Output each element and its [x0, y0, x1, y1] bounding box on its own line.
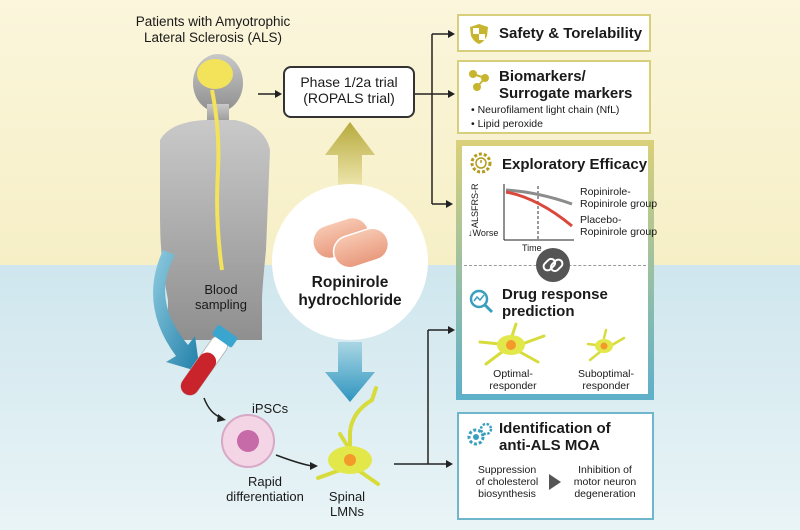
safety-box: Safety & Torelability — [457, 14, 651, 52]
trial-box: Phase 1/2a trial (ROPALS trial) — [283, 66, 415, 118]
biomarker-item: • Neurofilament light chain (NfL) — [471, 104, 620, 116]
triangle-arrow-icon — [549, 474, 561, 490]
down-arrow — [325, 342, 375, 402]
chart-xlabel: Time — [522, 243, 542, 253]
suboptimal-neuron-icon — [586, 328, 626, 362]
brain-icon — [197, 59, 233, 89]
trial-line1: Phase 1/2a trial — [300, 74, 398, 90]
efficacy-title: Exploratory Efficacy — [502, 156, 648, 173]
placebo-line — [505, 190, 573, 228]
efficacy-mini-chart — [503, 184, 574, 241]
trial-line2: (ROPALS trial) — [303, 90, 395, 107]
optimal-neuron-icon — [478, 322, 546, 366]
shield-icon — [470, 24, 488, 44]
biomarkers-box: Biomarkers/Surrogate markers • Neurofila… — [457, 60, 651, 134]
blood-sampling-arrow — [153, 250, 200, 372]
link-icon — [536, 248, 570, 282]
safety-title: Safety & Torelability — [499, 25, 643, 42]
biomarkers-title: Biomarkers/Surrogate markers — [499, 68, 633, 103]
spinal-cord-icon — [210, 89, 224, 271]
optimal-responder-label: Optimal-responder — [489, 368, 537, 393]
gears-icon — [467, 422, 493, 446]
magnifier-chart-icon — [469, 289, 494, 314]
chart-ylabel: ALSFRS-R — [470, 183, 480, 228]
ipscs-label: iPSCs — [252, 401, 289, 416]
ropinirole-line — [505, 188, 573, 206]
chart-worse-label: ↓Worse — [468, 228, 499, 238]
suboptimal-responder-label: Suboptimal-responder — [577, 368, 635, 393]
gear-clock-icon — [470, 152, 492, 174]
test-tube-icon — [180, 325, 238, 396]
biomarker-item: • Lipid peroxide — [471, 118, 543, 130]
spinal-neuron-icon — [316, 386, 380, 486]
ropinirole-group-label: Ropinirole-Ropinirole group — [580, 186, 658, 211]
molecule-icon — [469, 70, 489, 91]
placebo-group-label: Placebo-Ropinirole group — [580, 214, 658, 239]
pill-icon — [313, 218, 390, 269]
up-arrow — [325, 122, 375, 188]
